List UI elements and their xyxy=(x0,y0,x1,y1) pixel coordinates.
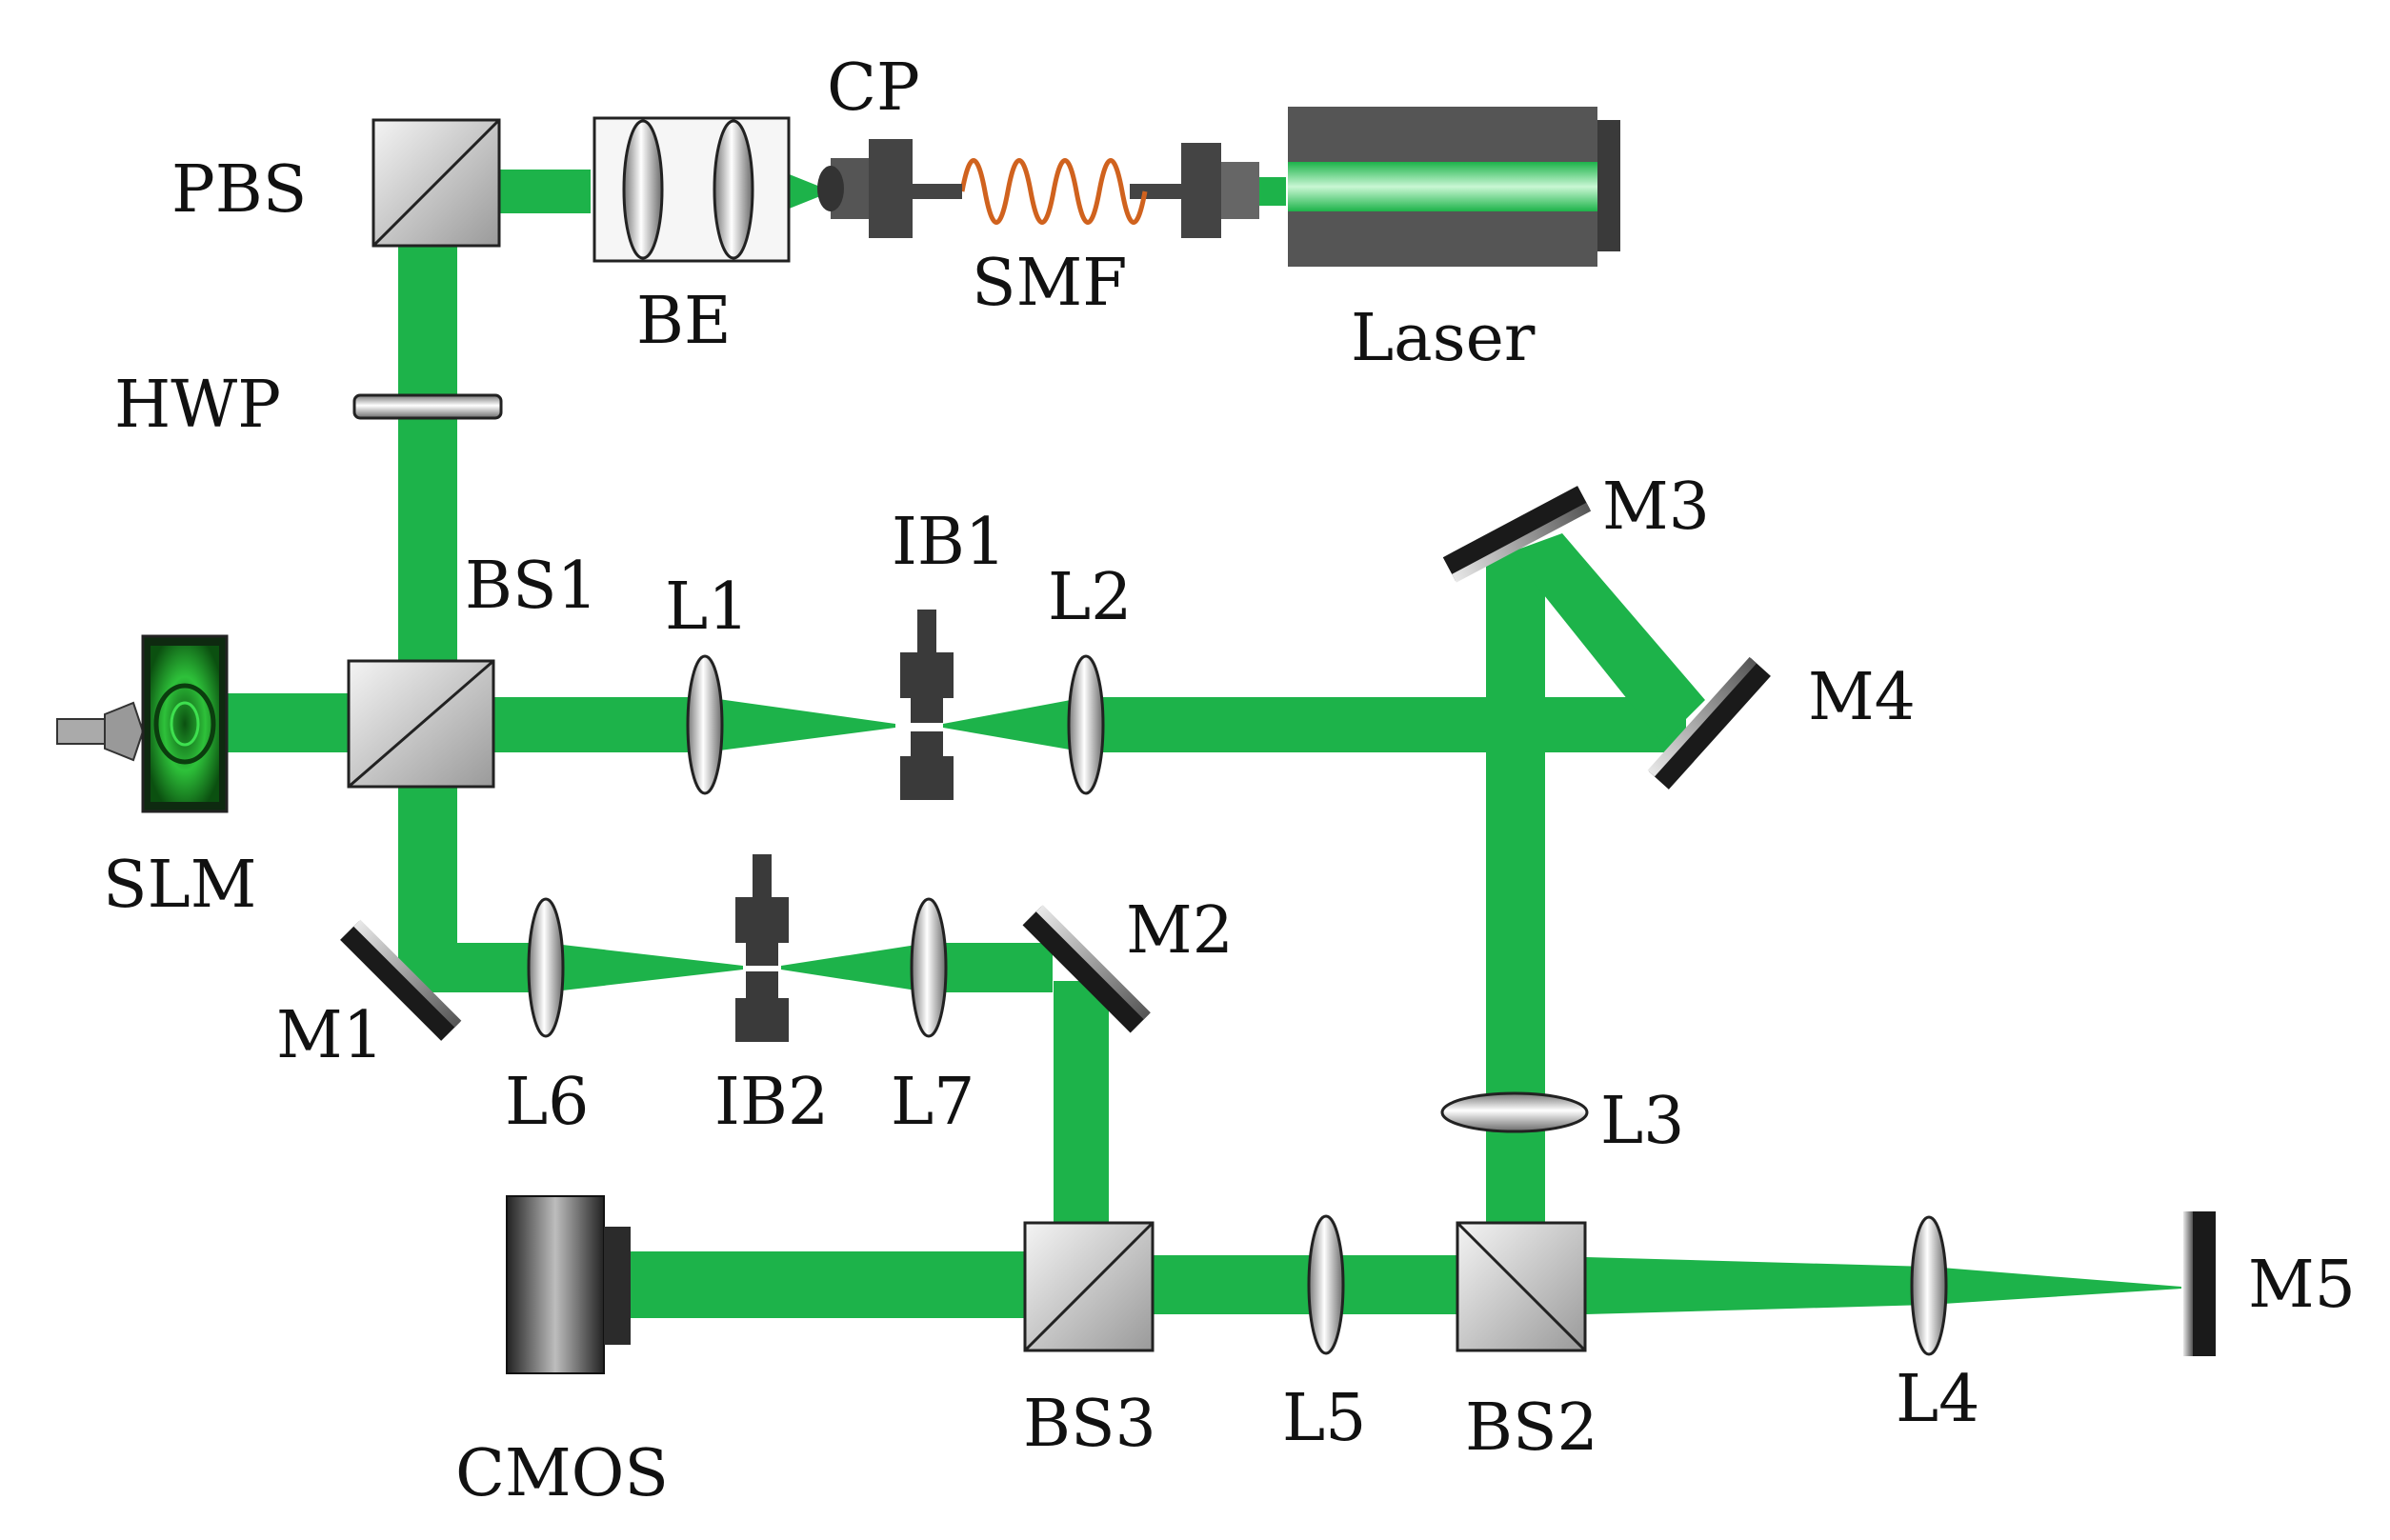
label-ib1: IB1 xyxy=(892,505,1006,580)
label-smf: SMF xyxy=(972,246,1127,321)
fiber-coupler-right xyxy=(1130,143,1259,238)
label-m1: M1 xyxy=(276,998,384,1073)
beam-l2-m4 xyxy=(1086,697,1686,752)
beam-laser-pbs xyxy=(495,170,591,213)
mirror-m5 xyxy=(2183,1211,2216,1356)
label-bs1: BS1 xyxy=(465,549,598,624)
label-l6: L6 xyxy=(505,1065,589,1140)
beam-expander xyxy=(592,116,791,263)
beam-pbs-bs1 xyxy=(398,246,457,661)
beam-be-cp xyxy=(787,173,825,210)
beam-ib1-l2 xyxy=(943,697,1086,752)
beam-splitter-bs1 xyxy=(347,659,495,789)
lens-l3 xyxy=(1440,1091,1589,1133)
label-laser: Laser xyxy=(1351,301,1536,376)
laser-beam-window xyxy=(1288,162,1597,211)
beam-bs3-bs2 xyxy=(1153,1255,1457,1314)
label-l7: L7 xyxy=(891,1065,974,1140)
fiber-collimator-cp xyxy=(817,139,962,238)
laser xyxy=(1288,107,1620,267)
label-be: BE xyxy=(636,284,732,359)
label-l1: L1 xyxy=(665,570,749,645)
beam-splitter-bs3 xyxy=(1023,1221,1155,1352)
label-cmos: CMOS xyxy=(455,1436,669,1511)
label-bs3: BS3 xyxy=(1023,1387,1156,1462)
lens-l7 xyxy=(910,897,948,1038)
beam-paths xyxy=(227,170,2181,1318)
spatial-light-modulator xyxy=(56,634,229,813)
label-l5: L5 xyxy=(1282,1381,1366,1456)
mirror-m4 xyxy=(1647,656,1771,790)
iris-ib2 xyxy=(735,854,789,1042)
beam-bs2-l4 xyxy=(1586,1257,1929,1314)
beam-l4-m5 xyxy=(1929,1267,2181,1305)
label-m5: M5 xyxy=(2248,1248,2356,1323)
lens-l6 xyxy=(527,897,565,1038)
laser-cap xyxy=(1597,120,1620,251)
label-m2: M2 xyxy=(1126,893,1234,969)
beam-ib2-l7 xyxy=(781,943,929,992)
beam-splitter-bs2 xyxy=(1456,1221,1587,1352)
label-m3: M3 xyxy=(1602,470,1710,545)
label-bs2: BS2 xyxy=(1465,1390,1598,1466)
label-l4: L4 xyxy=(1896,1362,1979,1437)
mirror-m1 xyxy=(340,919,462,1041)
lens-l5 xyxy=(1307,1214,1345,1355)
label-hwp: HWP xyxy=(114,368,281,443)
lens-l2 xyxy=(1067,654,1105,795)
beam-l1-ib1 xyxy=(705,697,895,752)
cmos-camera xyxy=(506,1195,631,1374)
beam-cmos-bs3 xyxy=(629,1251,1024,1318)
beam-l7-m2 xyxy=(929,943,1053,992)
component-labels: PBS BE CP SMF Laser HWP BS1 L1 IB1 L2 M3… xyxy=(103,50,2356,1511)
label-pbs: PBS xyxy=(171,152,307,228)
beam-m2-bs3 xyxy=(1054,981,1109,1224)
beam-slm-bs1 xyxy=(227,693,351,752)
half-wave-plate xyxy=(352,393,503,420)
lens-l1 xyxy=(686,654,724,795)
label-slm: SLM xyxy=(103,848,256,923)
mirror-m2 xyxy=(1022,905,1151,1033)
iris-ib1 xyxy=(900,610,954,800)
label-l3: L3 xyxy=(1600,1084,1684,1159)
label-ib2: IB2 xyxy=(714,1065,829,1140)
label-m4: M4 xyxy=(1808,660,1916,735)
single-mode-fiber xyxy=(959,158,1148,225)
beam-m3-m4 xyxy=(1510,533,1705,743)
beam-bs1-l1 xyxy=(493,697,705,752)
beam-l6-ib2 xyxy=(546,943,743,992)
lens-l4 xyxy=(1910,1215,1948,1356)
mirror-m3 xyxy=(1442,486,1592,583)
polarizing-beam-splitter xyxy=(372,118,501,248)
label-cp: CP xyxy=(827,50,920,126)
label-l2: L2 xyxy=(1048,560,1132,635)
